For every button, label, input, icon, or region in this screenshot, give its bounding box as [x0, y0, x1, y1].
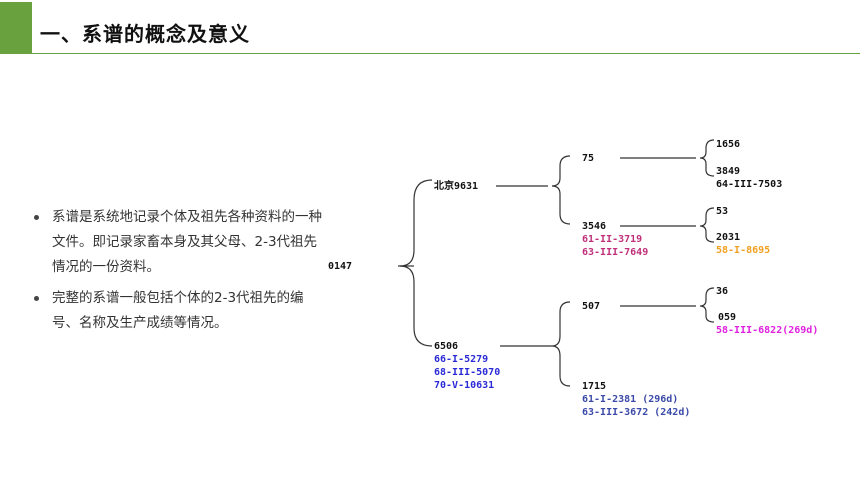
- dam-sire-id: 507: [582, 301, 600, 312]
- sire-dam-id: 3546: [582, 221, 606, 232]
- bullet-text: 完整的系谱一般包括个体的2-3代祖先的编号、名称及生产成绩等情况。: [52, 290, 304, 331]
- dam-brace: [551, 301, 571, 387]
- ds-dam-id: 059: [718, 312, 736, 323]
- sire-dam-brace: [699, 207, 715, 243]
- dam-dam-record: 61-I-2381 (296d): [582, 394, 678, 405]
- sd-dam-id: 2031: [716, 232, 740, 243]
- bullet-list: 系谱是系统地记录个体及祖先各种资料的一种文件。即记录家畜本身及其父母、2-3代祖…: [32, 205, 324, 342]
- root-brace: [399, 179, 433, 347]
- title-accent-bar: [0, 2, 32, 54]
- bullet-item: 系谱是系统地记录个体及祖先各种资料的一种文件。即记录家畜本身及其父母、2-3代祖…: [32, 205, 324, 280]
- dam-record: 66-I-5279: [434, 354, 488, 365]
- bullet-item: 完整的系谱一般包括个体的2-3代祖先的编号、名称及生产成绩等情况。: [32, 286, 324, 336]
- dam-dam-record: 63-III-3672 (242d): [582, 407, 690, 418]
- sd-sire-id: 53: [716, 206, 728, 217]
- page-title: 一、系谱的概念及意义: [40, 22, 250, 46]
- dam-sire-brace: [699, 287, 715, 323]
- sire-id: 北京9631: [434, 179, 478, 192]
- sire-sire-brace: [699, 139, 715, 177]
- ds-sire-id: 36: [716, 286, 728, 297]
- dam-record: 68-III-5070: [434, 367, 500, 378]
- dam-dam-id: 1715: [582, 381, 606, 392]
- ss-dam-id: 3849: [716, 166, 740, 177]
- ss-sire-id: 1656: [716, 139, 740, 150]
- ss-dam-record: 64-III-7503: [716, 179, 782, 190]
- root-id: 0147: [328, 261, 352, 272]
- sire-brace: [551, 155, 571, 225]
- title-divider: [32, 53, 860, 54]
- dam-record: 70-V-10631: [434, 380, 494, 391]
- pedigree-diagram: 0147 北京9631 6506 66-I-5279 68-III-5070 7…: [328, 139, 818, 418]
- bullet-dot-icon: [34, 296, 39, 301]
- sire-sire-id: 75: [582, 153, 594, 164]
- bullet-text: 系谱是系统地记录个体及祖先各种资料的一种文件。即记录家畜本身及其父母、2-3代祖…: [52, 209, 322, 275]
- sd-dam-record: 58-I-8695: [716, 245, 770, 256]
- sire-dam-record: 63-III-7649: [582, 247, 648, 258]
- ds-dam-record: 58-III-6822(269d): [716, 325, 818, 336]
- dam-id: 6506: [434, 341, 458, 352]
- bullet-dot-icon: [34, 215, 39, 220]
- sire-dam-record: 61-II-3719: [582, 234, 642, 245]
